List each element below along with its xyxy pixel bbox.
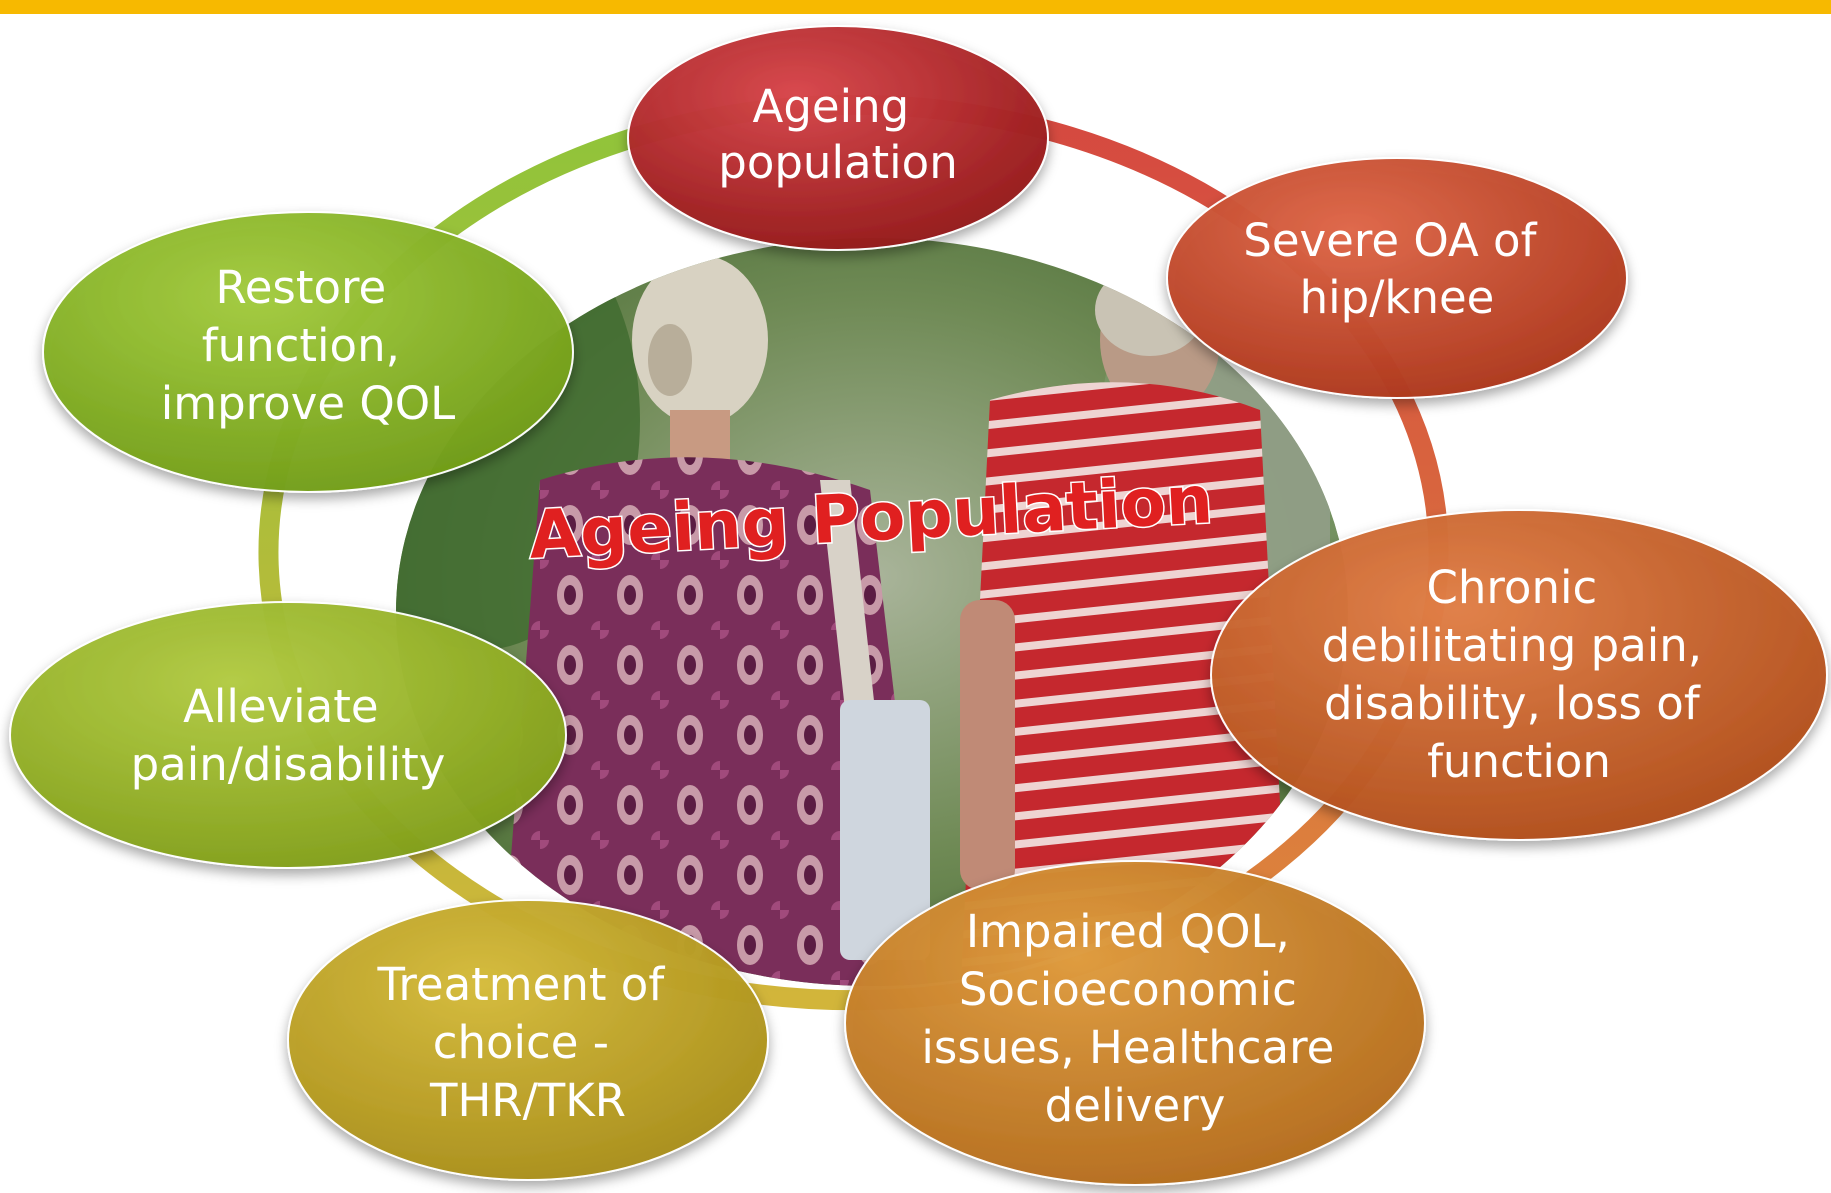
node-label: Restore function, improve QOL <box>161 261 455 430</box>
top-accent-bar <box>0 0 1831 14</box>
node-ageing-population: Ageing population <box>627 25 1049 251</box>
node-label: Impaired QOL, Socioeconomic issues, Heal… <box>921 905 1348 1132</box>
node-chronic-pain: Chronic debilitating pain, disability, l… <box>1210 509 1828 841</box>
node-severe-oa: Severe OA of hip/knee <box>1166 157 1628 399</box>
node-alleviate: Alleviate pain/disability <box>9 601 567 869</box>
node-label: Ageing population <box>718 80 957 189</box>
node-label: Alleviate pain/disability <box>131 680 446 791</box>
node-label: Treatment of choice - THR/TKR <box>377 958 679 1127</box>
woman-figure <box>500 255 930 986</box>
node-impaired-qol: Impaired QOL, Socioeconomic issues, Heal… <box>844 860 1426 1186</box>
cycle-nodes: Ageing population Severe OA of hip/knee … <box>9 25 1828 1186</box>
node-restore: Restore function, improve QOL <box>42 211 574 493</box>
node-treatment: Treatment of choice - THR/TKR <box>287 899 769 1181</box>
node-label: Severe OA of hip/knee <box>1243 214 1550 324</box>
node-label: Chronic debilitating pain, disability, l… <box>1322 561 1717 788</box>
